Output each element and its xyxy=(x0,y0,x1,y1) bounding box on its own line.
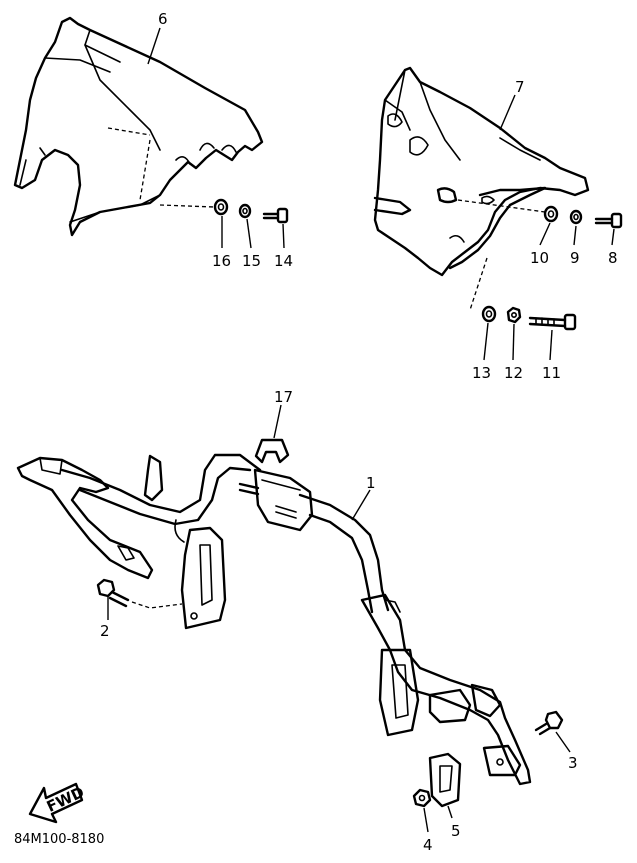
part-12-nut xyxy=(506,306,522,324)
part-10-grommet xyxy=(543,205,559,223)
callout-5: 5 xyxy=(451,822,461,840)
part-17-clip xyxy=(254,438,290,464)
part-16-grommet xyxy=(213,198,229,216)
part-8-screw xyxy=(594,212,623,229)
callout-11: 11 xyxy=(542,364,561,382)
callout-9: 9 xyxy=(570,249,580,267)
part-15-collar xyxy=(238,203,252,219)
part-9-collar xyxy=(569,209,583,225)
callout-1: 1 xyxy=(366,474,376,492)
callout-6: 6 xyxy=(158,10,168,28)
part-14-screw xyxy=(262,207,289,224)
part-3-bolt xyxy=(534,710,564,736)
callout-13: 13 xyxy=(472,364,491,382)
part-6-upper-cover xyxy=(13,16,264,237)
part-7-side-cover xyxy=(373,66,590,277)
part-4-nut xyxy=(412,788,432,808)
callout-2: 2 xyxy=(100,622,110,640)
callout-7: 7 xyxy=(515,78,525,96)
part-2-bolt xyxy=(96,578,183,609)
callout-12: 12 xyxy=(504,364,523,382)
callout-numbers: 6 7 16 15 14 10 9 8 13 12 11 17 1 2 3 4 … xyxy=(100,10,618,854)
part-13-grommet xyxy=(481,305,497,323)
part-1-main-stay xyxy=(16,453,532,786)
callout-17: 17 xyxy=(274,388,293,406)
reference-code: 84M100-8180 xyxy=(14,832,105,847)
part-5-clip xyxy=(428,752,462,808)
callout-3: 3 xyxy=(568,754,578,772)
callout-10: 10 xyxy=(530,249,549,267)
callout-16: 16 xyxy=(212,252,231,270)
callout-14: 14 xyxy=(274,252,293,270)
leader-lines xyxy=(107,27,615,833)
callout-4: 4 xyxy=(423,836,433,854)
callout-15: 15 xyxy=(242,252,261,270)
part-11-bolt xyxy=(528,313,577,331)
callout-8: 8 xyxy=(608,249,618,267)
fwd-arrow-icon: FWD xyxy=(28,782,87,824)
